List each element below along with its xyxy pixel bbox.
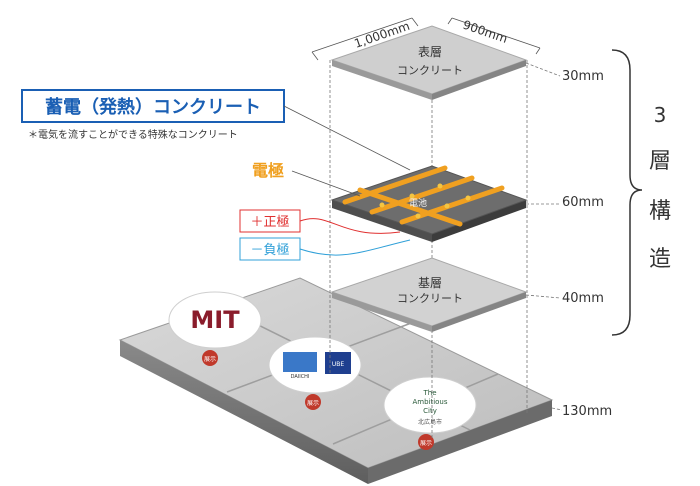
tile-logo-mit: MIT	[168, 291, 262, 349]
negative-label: －負極	[250, 242, 289, 258]
battery-label: 電池	[409, 197, 427, 209]
positive-label: ＋正極	[250, 214, 289, 230]
partner-logo-right-text: UBE	[332, 361, 345, 368]
city-logo-line3: City	[423, 407, 437, 415]
slab-left-face	[120, 340, 368, 484]
electrode-layer: 電池	[330, 165, 528, 242]
thickness-top: 30mm	[562, 69, 604, 84]
top-layer-left	[332, 60, 432, 100]
top-layer-right	[432, 60, 526, 100]
partner-logo-left-text: DAIICHI	[291, 374, 310, 380]
structure-char-2: 構	[649, 199, 671, 224]
base-layer-label-1: 基層	[418, 276, 442, 290]
exhibit-badge: 展示	[305, 394, 321, 410]
electrode-label: 電極	[252, 161, 284, 180]
title-box	[21, 89, 285, 123]
partner-logo-right	[325, 352, 351, 374]
negative-wire	[299, 239, 411, 256]
title-leader	[283, 105, 411, 171]
exhibit-badge: 展示	[418, 434, 434, 450]
structure-number: 3	[654, 103, 667, 127]
thickness-leaders	[525, 62, 563, 411]
exhibit-badge-text: 展示	[420, 440, 432, 447]
exhibit-badge-text: 展示	[307, 400, 319, 407]
slab-right-face	[368, 400, 552, 484]
base-layer-label-2: コンクリート	[397, 292, 463, 305]
electrode-layer-right	[432, 200, 526, 242]
thickness-middle: 60mm	[562, 195, 604, 210]
dimension-lines	[311, 17, 541, 61]
partner-logo-left	[283, 352, 317, 372]
title-text: 蓄電（発熱）コンクリート	[45, 96, 261, 118]
title-note: ＊電気を流すことができる特殊なコンクリート	[28, 128, 238, 141]
tile-logo-ambitious-city: The Ambitious City 北広島市	[383, 376, 477, 434]
electrode-layer-left	[332, 200, 432, 242]
thickness-slab: 130mm	[562, 404, 612, 419]
base-layer: 基層 コンクリート	[330, 257, 528, 332]
top-layer-label-2: コンクリート	[397, 64, 463, 77]
structure-char-1: 層	[649, 149, 671, 174]
electrode-layer-top	[330, 165, 528, 235]
electrode-dots	[379, 183, 471, 219]
exhibit-badge-text: 展示	[204, 356, 216, 363]
city-logo-line2: Ambitious	[412, 398, 447, 406]
exhibit-badge: 展示	[202, 350, 218, 366]
city-logo-line1: The	[422, 389, 436, 397]
positive-wire	[299, 218, 401, 234]
top-layer-label-1: 表層	[418, 45, 442, 59]
structure-char-3: 造	[649, 247, 671, 272]
electrode-leader	[291, 170, 361, 197]
top-layer: 表層 コンクリート	[330, 25, 528, 100]
city-logo-sub: 北広島市	[418, 418, 442, 426]
tile-logo-partners: DAIICHI UBE	[268, 336, 362, 394]
structure-brace	[611, 49, 643, 336]
thickness-base: 40mm	[562, 291, 604, 306]
base-layer-right	[432, 292, 526, 332]
base-layer-left	[332, 292, 432, 332]
mit-logo-text: MIT	[190, 306, 240, 334]
